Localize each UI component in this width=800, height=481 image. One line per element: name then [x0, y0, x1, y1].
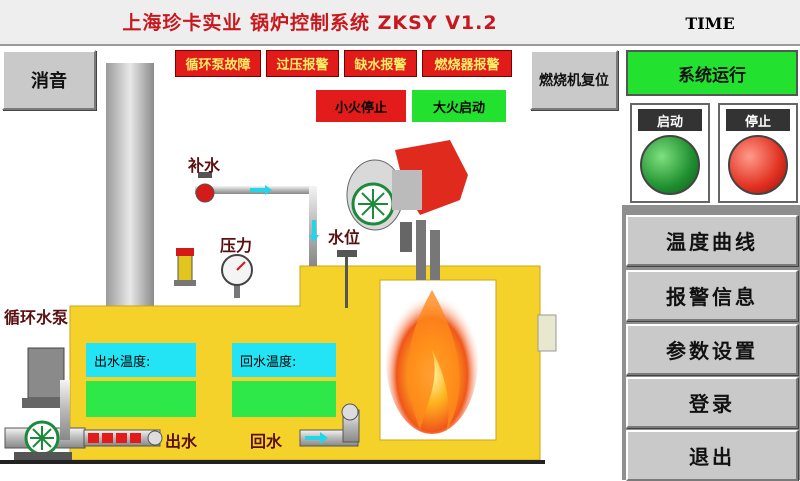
outlet-flow-bars — [88, 433, 141, 443]
mute-button[interactable]: 消音 — [2, 50, 96, 110]
pressure-label: 压力 — [220, 236, 253, 255]
alarm-info-button[interactable]: 报警信息 — [626, 270, 798, 321]
start-control-panel: 启动 — [630, 103, 710, 203]
parameter-settings-button[interactable]: 参数设置 — [626, 324, 798, 375]
time-display: TIME — [685, 14, 735, 33]
big-fire-start-indicator: 大火启动 — [412, 90, 506, 122]
valve-handle — [198, 172, 212, 178]
flame-core — [408, 290, 460, 432]
return-temp-label: 回水温度: — [232, 343, 336, 377]
burner-unit — [346, 140, 468, 280]
flow-arrow-makeup — [250, 185, 272, 195]
makeup-valve — [195, 183, 215, 203]
boiler-side-hatch — [537, 314, 557, 352]
login-button[interactable]: 登录 — [626, 377, 798, 428]
outlet-temp-value — [86, 381, 196, 417]
app-title: 上海珍卡实业 锅炉控制系统 ZKSY V1.2 — [122, 12, 498, 34]
start-button[interactable] — [640, 135, 700, 195]
return-temp-value-box — [232, 381, 336, 417]
system-status-badge: 系统运行 — [626, 50, 798, 96]
alarm-burner: 燃烧器报警 — [422, 50, 512, 77]
alarm-low-water: 缺水报警 — [344, 50, 417, 77]
level-sensor-probe — [345, 256, 348, 308]
return-elbow — [341, 403, 359, 421]
exit-button[interactable]: 退出 — [626, 430, 798, 481]
small-fire-stop-indicator: 小火停止 — [316, 90, 406, 122]
temperature-curve-button[interactable]: 温度曲线 — [626, 215, 798, 266]
pressure-gauge — [221, 254, 253, 298]
alarm-pump-fault: 循环泵故障 — [175, 50, 261, 77]
ground-line — [0, 460, 545, 464]
burner-reset-button[interactable]: 燃烧机复位 — [530, 50, 618, 110]
return-temp-value — [232, 381, 336, 417]
circulation-pump — [4, 347, 86, 460]
return-label: 回水 — [250, 432, 283, 451]
stop-button[interactable] — [728, 135, 788, 195]
outlet-temp-value-box — [86, 381, 196, 417]
flow-arrow-return — [305, 432, 328, 444]
start-label: 启动 — [638, 109, 702, 131]
alarm-overpressure: 过压报警 — [266, 50, 339, 77]
stop-control-panel: 停止 — [718, 103, 798, 203]
makeup-water-label: 补水 — [188, 156, 221, 175]
outlet-elbow — [147, 430, 163, 446]
chimney — [106, 63, 154, 306]
circulation-pump-label: 循环水泵 — [4, 308, 69, 327]
outlet-temp-label: 出水温度: — [86, 343, 196, 377]
flow-arrow-down — [309, 220, 319, 242]
safety-valve — [174, 248, 196, 286]
outlet-label: 出水 — [165, 432, 198, 451]
level-sensor-head — [337, 250, 357, 257]
water-level-label: 水位 — [328, 228, 361, 247]
title-bar — [0, 0, 800, 46]
stop-label: 停止 — [726, 109, 790, 131]
